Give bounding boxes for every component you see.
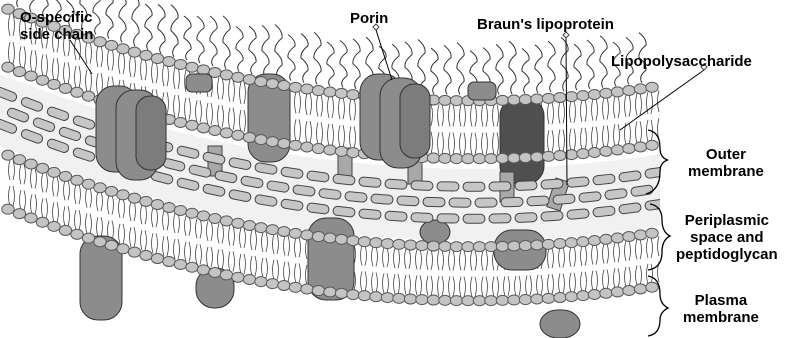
lps-leader — [620, 70, 704, 130]
plasma-membrane-label: Plasma membrane — [683, 292, 759, 326]
outer-membrane-label: Outer membrane — [688, 146, 764, 180]
periplasmic-space-label: Periplasmic space and peptidoglycan — [676, 212, 778, 263]
brauns-leader — [566, 38, 567, 185]
o-specific-leader — [70, 40, 92, 74]
lipopolysaccharide-label: Lipopolysaccharide — [611, 53, 752, 70]
brauns-lipoprotein-label: Braun's lipoprotein — [477, 16, 614, 33]
o-specific-side-chain-label: O-specific side chain — [20, 9, 93, 43]
porin-label: Porin — [350, 10, 388, 27]
